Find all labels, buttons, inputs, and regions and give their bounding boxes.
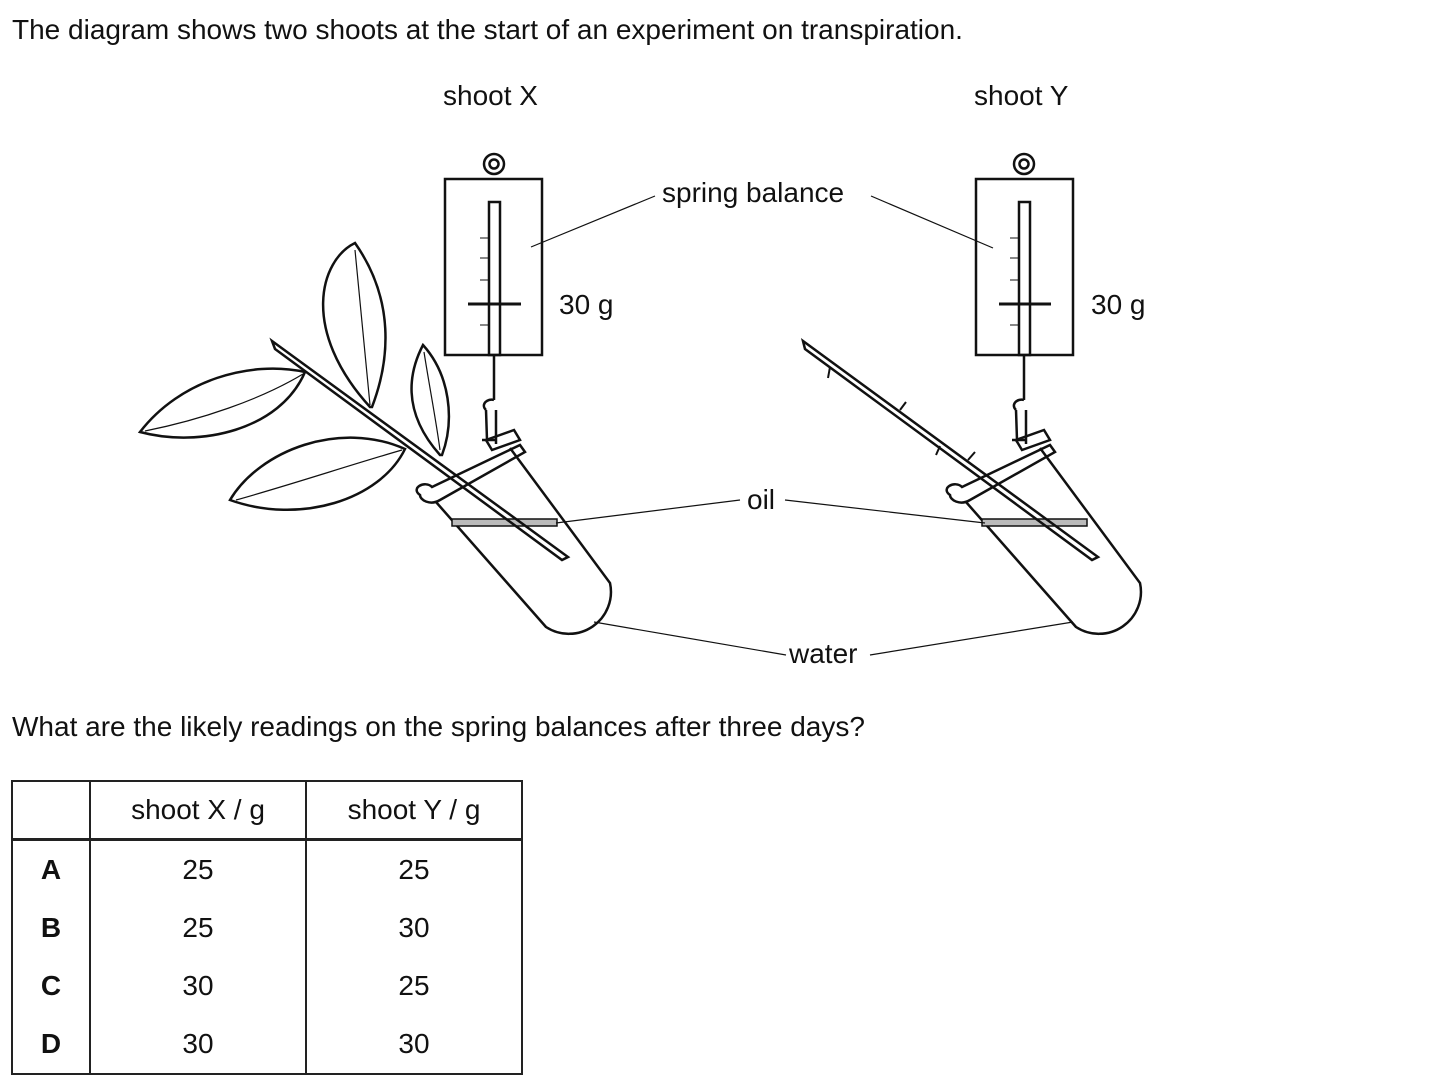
header-shoot-y: shoot Y / g xyxy=(305,780,523,841)
shoot-x-label: shoot X xyxy=(443,80,538,111)
reading-x-label: 30 g xyxy=(559,289,614,320)
table-row[interactable]: C 30 25 xyxy=(11,957,523,1015)
table-row[interactable]: A 25 25 xyxy=(11,839,523,899)
question-text: What are the likely readings on the spri… xyxy=(12,711,865,742)
shoot-y-value: 30 xyxy=(305,1015,523,1075)
shoot-y-apparatus xyxy=(800,152,1143,636)
shoot-x-apparatus xyxy=(137,152,613,636)
header-shoot-x: shoot X / g xyxy=(89,780,307,841)
test-tube-y xyxy=(965,447,1143,636)
option-label[interactable]: B xyxy=(11,899,91,957)
shoot-x-value: 25 xyxy=(89,839,307,899)
oil-label: oil xyxy=(747,484,775,515)
leaf-icon xyxy=(228,436,407,512)
oil-layer-x xyxy=(451,518,558,527)
shoot-x-stem xyxy=(269,337,571,562)
option-label[interactable]: C xyxy=(11,957,91,1015)
shoot-y-value: 30 xyxy=(305,899,523,957)
reading-y-label: 30 g xyxy=(1091,289,1146,320)
oil-layer-y xyxy=(981,518,1088,527)
shoot-y-value: 25 xyxy=(305,957,523,1015)
table-header-row: shoot X / g shoot Y / g xyxy=(11,780,523,841)
table-row[interactable]: B 25 30 xyxy=(11,899,523,957)
leader-lines xyxy=(530,195,1074,656)
option-label[interactable]: D xyxy=(11,1015,91,1075)
water-label: water xyxy=(788,638,857,669)
shoot-x-value: 30 xyxy=(89,957,307,1015)
shoot-y-value: 25 xyxy=(305,839,523,899)
shoot-y-label: shoot Y xyxy=(974,80,1069,111)
spring-balance-x xyxy=(443,177,544,357)
spring-balance-label: spring balance xyxy=(662,177,844,208)
intro-text: The diagram shows two shoots at the star… xyxy=(12,14,963,45)
balance-ring-icon xyxy=(482,152,506,176)
leaf-icon xyxy=(321,241,387,409)
header-blank xyxy=(11,780,91,841)
spring-balance-y xyxy=(974,177,1075,357)
shoot-y-stem xyxy=(800,337,1101,562)
test-tube-x xyxy=(435,447,613,636)
leaf-icon xyxy=(137,367,307,439)
shoot-x-value: 25 xyxy=(89,899,307,957)
shoot-x-value: 30 xyxy=(89,1015,307,1075)
table-row[interactable]: D 30 30 xyxy=(11,1015,523,1075)
option-label[interactable]: A xyxy=(11,839,91,899)
transpiration-diagram: shoot X shoot Y spring balance 30 g 30 g… xyxy=(137,80,1146,669)
answer-table: shoot X / g shoot Y / g A 25 25 B 25 30 … xyxy=(11,780,523,1075)
balance-ring-icon xyxy=(1012,152,1036,176)
